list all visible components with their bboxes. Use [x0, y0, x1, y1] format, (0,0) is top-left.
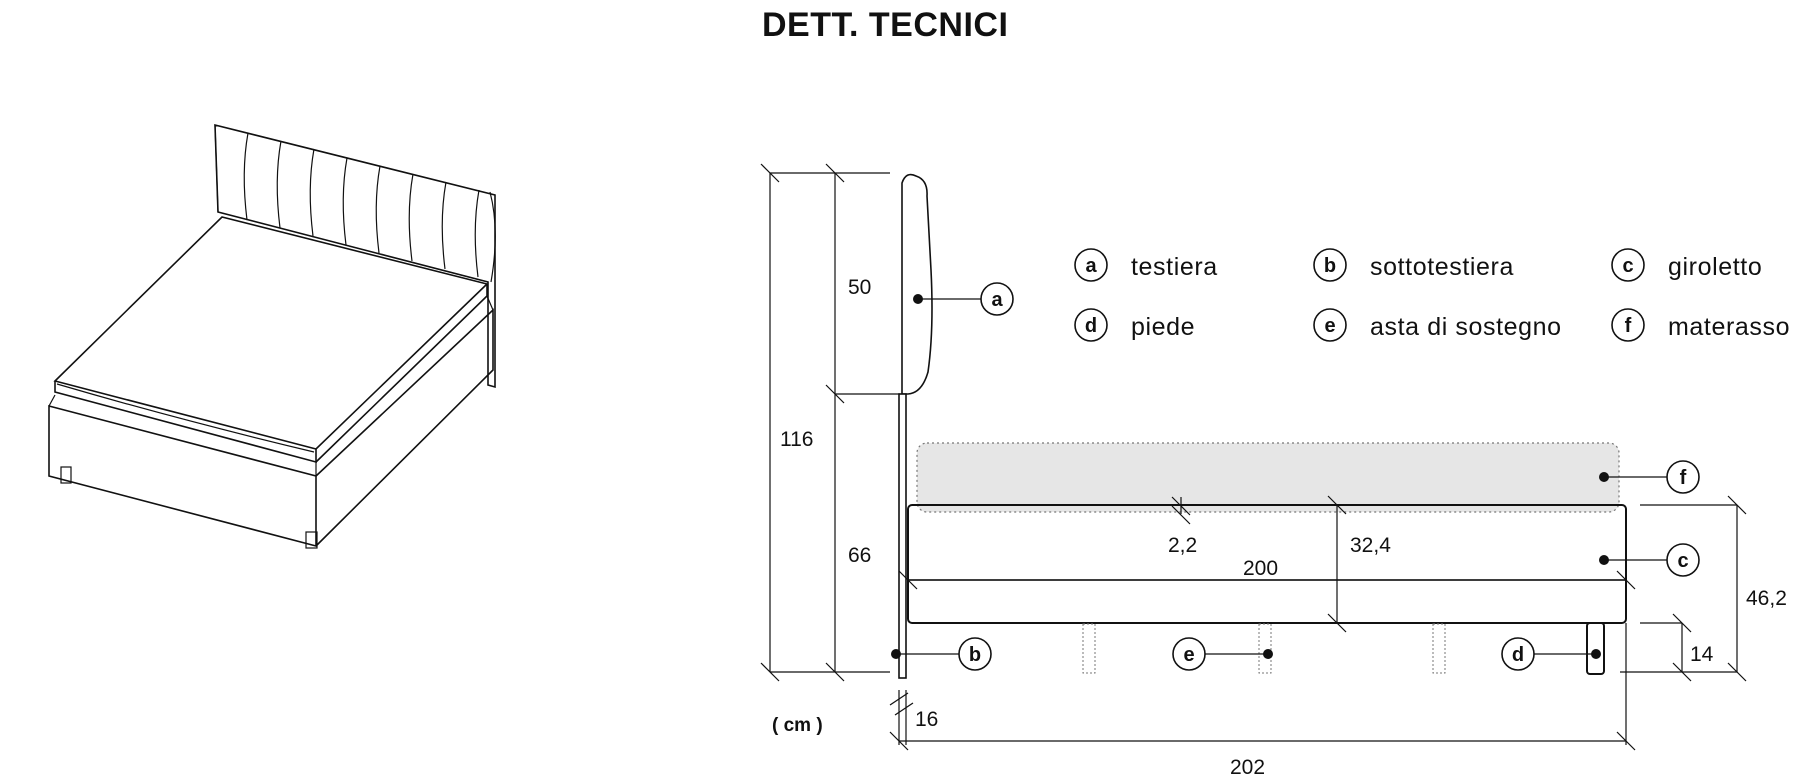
callout-b: b	[891, 637, 992, 671]
headboard-panels	[243, 132, 496, 283]
page-title: DETT. TECNICI	[762, 6, 1009, 44]
svg-text:b: b	[969, 644, 981, 666]
dim-total-height: 116	[780, 428, 813, 451]
svg-text:materasso: materasso	[1668, 313, 1790, 341]
dim-headboard-thickness: 16	[915, 708, 938, 731]
legend-item-e: e asta di sostegno	[1313, 308, 1562, 342]
svg-text:f: f	[1680, 467, 1687, 489]
bed-leg	[60, 466, 72, 484]
callout-e: e	[1172, 637, 1273, 671]
isometric-bed-illustration	[48, 123, 496, 549]
foot-shape	[1586, 622, 1605, 675]
svg-text:c: c	[1622, 255, 1633, 277]
svg-text:giroletto: giroletto	[1668, 253, 1762, 281]
svg-text:d: d	[1085, 315, 1097, 337]
dim-side-height: 46,2	[1746, 587, 1787, 610]
mattress-shape	[916, 442, 1620, 513]
callout-d: d	[1501, 637, 1601, 671]
svg-text:d: d	[1512, 644, 1524, 666]
legend-item-b: b sottotestiera	[1313, 248, 1514, 282]
svg-text:sottotestiera: sottotestiera	[1370, 253, 1514, 281]
dim-frame-height: 32,4	[1350, 534, 1391, 557]
svg-text:a: a	[1085, 255, 1097, 277]
under-headboard-post	[898, 393, 907, 679]
dim-headboard-height: 50	[848, 276, 871, 299]
callout-c: c	[1599, 543, 1700, 577]
svg-text:c: c	[1677, 550, 1688, 572]
bed-frame	[907, 504, 1627, 624]
svg-text:e: e	[1183, 644, 1194, 666]
dimension-lines	[760, 163, 1747, 751]
legend-item-f: f materasso	[1611, 308, 1790, 342]
svg-text:b: b	[1324, 255, 1336, 277]
svg-text:testiera: testiera	[1131, 253, 1218, 281]
legend-item-d: d piede	[1074, 308, 1195, 342]
dim-total-length: 202	[1230, 756, 1265, 779]
svg-text:piede: piede	[1131, 313, 1195, 341]
side-view	[898, 173, 1627, 679]
unit-label: ( cm )	[772, 715, 823, 736]
support-bar	[1082, 623, 1096, 674]
callout-f: f	[1599, 460, 1700, 494]
dim-base-height: 66	[848, 544, 871, 567]
svg-text:f: f	[1625, 315, 1632, 337]
headboard-shape	[901, 173, 933, 395]
support-bar	[1258, 623, 1272, 674]
legend-item-c: c giroletto	[1611, 248, 1762, 282]
bed-leg	[305, 531, 318, 549]
svg-text:e: e	[1324, 315, 1335, 337]
dim-leg-height: 14	[1690, 643, 1714, 666]
dim-mattress-gap: 2,2	[1168, 534, 1197, 557]
dim-inner-length: 200	[1243, 557, 1278, 580]
svg-text:asta di sostegno: asta di sostegno	[1370, 313, 1562, 341]
svg-text:a: a	[991, 289, 1003, 311]
legend: a testiera b sottotestiera c giroletto d…	[1074, 248, 1790, 342]
legend-item-a: a testiera	[1074, 248, 1218, 282]
support-bar	[1432, 623, 1446, 674]
callout-a: a	[913, 282, 1014, 316]
